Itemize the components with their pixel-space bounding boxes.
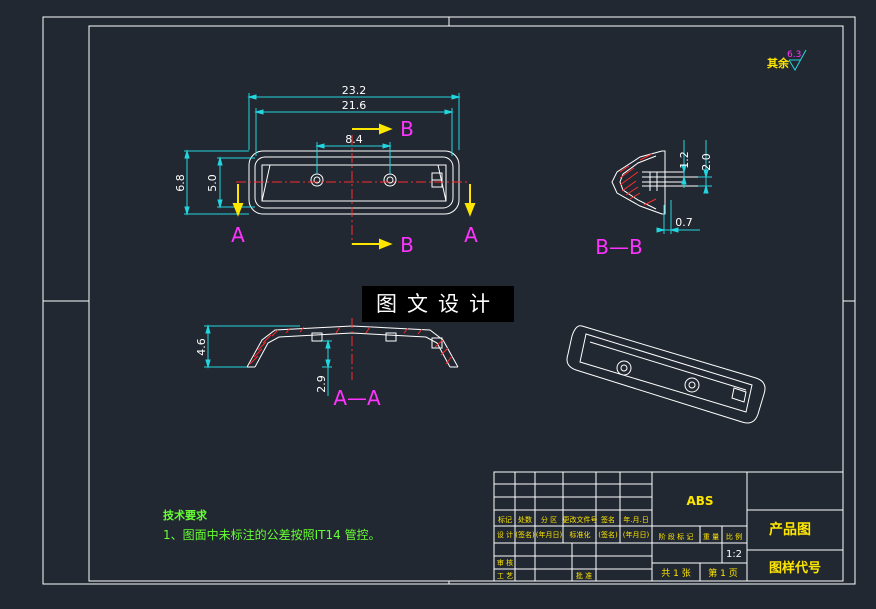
tb-review-label: 审 核 bbox=[497, 558, 513, 567]
tb-standard-date: (年月日) bbox=[623, 530, 650, 539]
tb-process-label: 工 艺 bbox=[497, 572, 513, 580]
dim-boss: 2.9 bbox=[315, 375, 328, 393]
title-block bbox=[493, 471, 844, 582]
top-view: 23.2 21.6 8.4 6.8 5.0 A A B B bbox=[174, 84, 478, 257]
dim-rib-1: 1.2 bbox=[678, 151, 691, 169]
roughness-prefix: 其余 bbox=[767, 56, 790, 70]
dim-overall-height: 6.8 bbox=[174, 174, 187, 192]
dim-wall: 0.7 bbox=[675, 216, 693, 229]
dim-inner-length: 21.6 bbox=[342, 99, 367, 112]
top-hole-left bbox=[310, 173, 324, 187]
inner-frame bbox=[88, 25, 844, 582]
tb-design-date: (年月日) bbox=[536, 530, 563, 539]
section-label-a-left: A bbox=[231, 223, 245, 247]
dim-depth: 4.6 bbox=[195, 338, 208, 356]
tb-stage-label: 阶 段 标 记 bbox=[659, 532, 694, 541]
notes-heading: 技术要求 bbox=[163, 508, 208, 522]
tb-drawing-code: 图样代号 bbox=[769, 560, 821, 576]
tb-standard-label: 标准化 bbox=[570, 530, 591, 539]
tb-sheet-no: 第 1 页 bbox=[708, 567, 737, 579]
dim-hole-spacing: 8.4 bbox=[345, 133, 363, 146]
section-bb-label: B—B bbox=[595, 235, 642, 259]
roughness-symbol: 其余 6.3 bbox=[767, 49, 807, 72]
top-hole-right bbox=[383, 173, 397, 187]
section-aa-view: 4.6 2.9 A—A bbox=[195, 318, 459, 410]
tb-header-zone: 分 区 bbox=[541, 515, 557, 524]
tb-header-sign: 签名 bbox=[601, 515, 615, 524]
tb-header-count: 处数 bbox=[518, 515, 532, 524]
notes-item-1: 1、图面中未标注的公差按照IT14 管控。 bbox=[163, 527, 381, 542]
tb-approve-label: 批 准 bbox=[576, 571, 592, 580]
tb-design-label: 设 计 bbox=[497, 530, 513, 539]
tb-drawing-title: 产品图 bbox=[769, 521, 811, 538]
watermark-banner: 图文设计 bbox=[362, 286, 514, 322]
section-label-a-right: A bbox=[464, 223, 478, 247]
isometric-view bbox=[566, 325, 766, 424]
tb-scale-label: 比 例 bbox=[726, 532, 742, 541]
dim-overall-length: 23.2 bbox=[342, 84, 367, 97]
section-bb-view: 1.2 2.0 0.7 B—B bbox=[595, 140, 713, 259]
section-aa-label: A—A bbox=[333, 386, 381, 410]
tb-material: ABS bbox=[686, 494, 713, 508]
tb-weight-label: 重 量 bbox=[703, 533, 719, 541]
tb-header-mark: 标记 bbox=[498, 515, 512, 524]
dim-rib-2: 2.0 bbox=[700, 153, 713, 171]
tb-design-sign: (签名) bbox=[515, 530, 535, 539]
section-label-b-top: B bbox=[400, 117, 414, 141]
tb-sheets-total: 共 1 张 bbox=[661, 568, 690, 579]
section-label-b-bottom: B bbox=[400, 233, 414, 257]
roughness-value: 6.3 bbox=[787, 50, 801, 60]
dim-inner-height: 5.0 bbox=[206, 174, 219, 192]
tb-header-doc: 更改文件号 bbox=[563, 515, 598, 524]
tb-standard-sign: (签名) bbox=[598, 530, 618, 539]
tb-header-date: 年.月.日 bbox=[623, 515, 648, 524]
tb-scale: 1:2 bbox=[726, 549, 742, 560]
